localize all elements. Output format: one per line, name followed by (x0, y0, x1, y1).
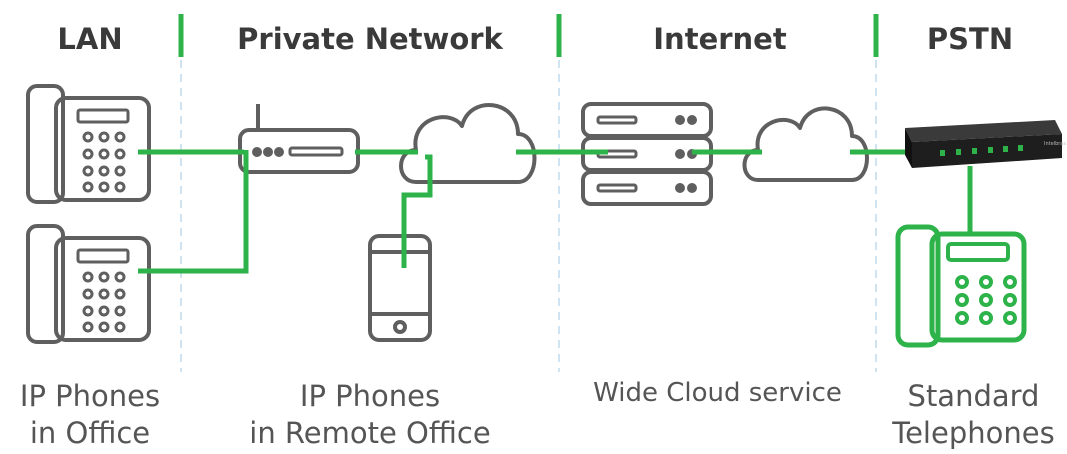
standard-telephone-icon (895, 224, 1027, 348)
link-cloud-to-smartphone (401, 154, 433, 268)
caption-line: IP Phones (299, 379, 441, 413)
caption-private-network: IP Phones in Remote Office (220, 378, 520, 452)
smartphone-icon (368, 234, 432, 342)
cloud-icon (399, 102, 537, 184)
caption-line: in Office (29, 416, 151, 450)
ip-phone-icon (26, 84, 151, 204)
caption-line: in Remote Office (249, 416, 491, 450)
caption-lan: IP Phones in Office (0, 378, 180, 452)
ip-phone-icon (26, 224, 151, 344)
zone-title-private-network: Private Network (237, 22, 503, 56)
link-office-phone-2-to-router (138, 150, 249, 274)
zone-title-pstn: PSTN (926, 22, 1014, 56)
gateway-brand-label: Intelbras (1044, 141, 1066, 147)
caption-line: Wide Cloud service (593, 378, 842, 408)
zone-title-lan: LAN (57, 22, 123, 56)
router-icon (238, 104, 360, 174)
caption-internet: Wide Cloud service (565, 375, 870, 412)
zone-title-internet: Internet (653, 22, 787, 56)
cloud-icon (742, 106, 869, 182)
caption-pstn: Standard Telephones (880, 378, 1067, 452)
caption-line: Telephones (892, 416, 1055, 450)
caption-line: Standard (907, 379, 1040, 413)
gateway-device-icon: Intelbras (905, 120, 1066, 168)
caption-line: IP Phones (19, 379, 161, 413)
